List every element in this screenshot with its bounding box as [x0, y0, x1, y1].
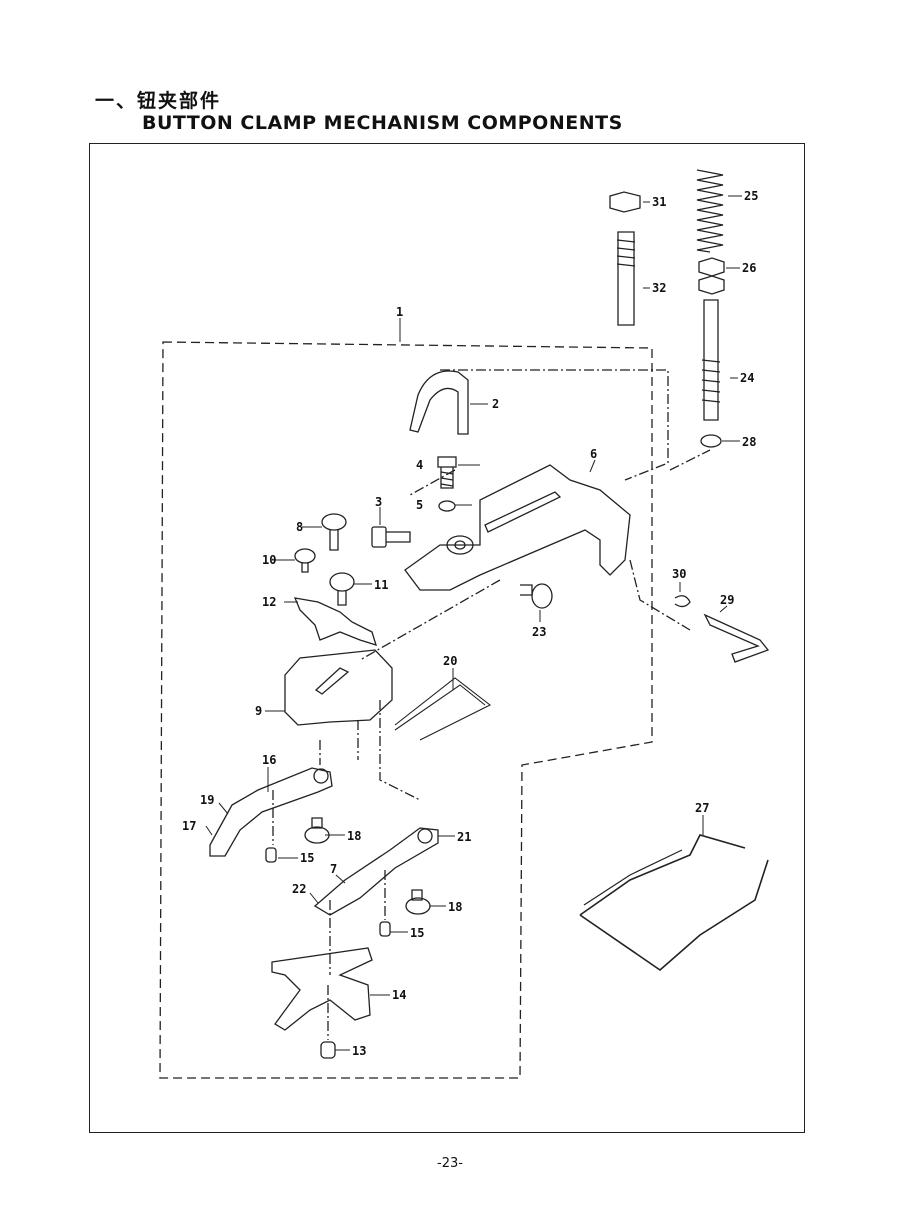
hook-part — [409, 370, 469, 435]
nut-part-26 — [698, 257, 725, 277]
nut-part-26b — [698, 275, 725, 295]
section-title-english: BUTTON CLAMP MECHANISM COMPONENTS — [142, 112, 623, 134]
rod-part-32 — [617, 231, 635, 326]
screw-part-4 — [437, 456, 457, 489]
screw-part-18b — [405, 889, 431, 915]
part-label-7: 7 — [330, 862, 337, 876]
part-label-20: 20 — [443, 654, 457, 668]
part-label-2: 2 — [492, 397, 499, 411]
page-number: -23- — [437, 1156, 463, 1171]
nut-part-31 — [609, 191, 641, 213]
wire-spring-part-20 — [394, 677, 492, 741]
part-label-15a: 15 — [300, 851, 314, 865]
section-title-chinese: 一、钮夹部件 — [95, 90, 222, 112]
pin-part-15b — [379, 921, 391, 937]
pin-part-15a — [265, 847, 277, 863]
part-label-13: 13 — [352, 1044, 366, 1058]
part-label-30: 30 — [672, 567, 686, 581]
part-label-3: 3 — [375, 495, 382, 509]
part-label-19: 19 — [200, 793, 214, 807]
part-label-26: 26 — [742, 261, 756, 275]
part-label-12: 12 — [262, 595, 276, 609]
spring-plate-part-12 — [293, 597, 377, 646]
part-label-25: 25 — [744, 189, 758, 203]
part-label-17: 17 — [182, 819, 196, 833]
part-label-32: 32 — [652, 281, 666, 295]
part-label-15b: 15 — [410, 926, 424, 940]
washer-part-28 — [700, 434, 722, 448]
arm-part-16 — [209, 767, 333, 857]
part-label-5: 5 — [416, 498, 423, 512]
part-label-29: 29 — [720, 593, 734, 607]
part-label-14: 14 — [392, 988, 406, 1002]
base-plate-part-9 — [284, 649, 393, 726]
part-label-8: 8 — [296, 520, 303, 534]
part-label-6: 6 — [590, 447, 597, 461]
screw-part-18a — [304, 817, 330, 844]
assembly-boundary — [159, 341, 653, 1079]
spring-part-25 — [696, 169, 724, 253]
alignment-lines — [272, 369, 711, 1040]
screw-part-8 — [321, 513, 347, 551]
part-label-23: 23 — [532, 625, 546, 639]
washer-part-5 — [438, 500, 456, 512]
wire-guide-part-27 — [579, 834, 769, 972]
screw-part-10 — [294, 548, 316, 573]
part-label-18a: 18 — [347, 829, 361, 843]
part-label-22: 22 — [292, 882, 306, 896]
bent-rod-part-29 — [703, 613, 770, 663]
clamp-foot-part-14 — [271, 947, 373, 1031]
clip-part-30 — [674, 595, 691, 608]
screw-part-3 — [371, 526, 411, 548]
part-label-27: 27 — [695, 801, 709, 815]
part-label-21: 21 — [457, 830, 471, 844]
part-label-28: 28 — [742, 435, 756, 449]
screw-part-11 — [329, 572, 355, 606]
part-label-31: 31 — [652, 195, 666, 209]
part-label-1: 1 — [396, 305, 403, 319]
part-label-11: 11 — [374, 578, 388, 592]
part-label-16: 16 — [262, 753, 276, 767]
thumb-screw-part-23 — [520, 583, 553, 609]
pin-part-13 — [320, 1041, 336, 1059]
part-label-18b: 18 — [448, 900, 462, 914]
clamp-lever-part-6 — [404, 464, 631, 591]
part-label-4: 4 — [416, 458, 423, 472]
part-label-24: 24 — [740, 371, 754, 385]
part-label-10: 10 — [262, 553, 276, 567]
diagram-frame — [89, 143, 805, 1133]
part-label-9: 9 — [255, 704, 262, 718]
